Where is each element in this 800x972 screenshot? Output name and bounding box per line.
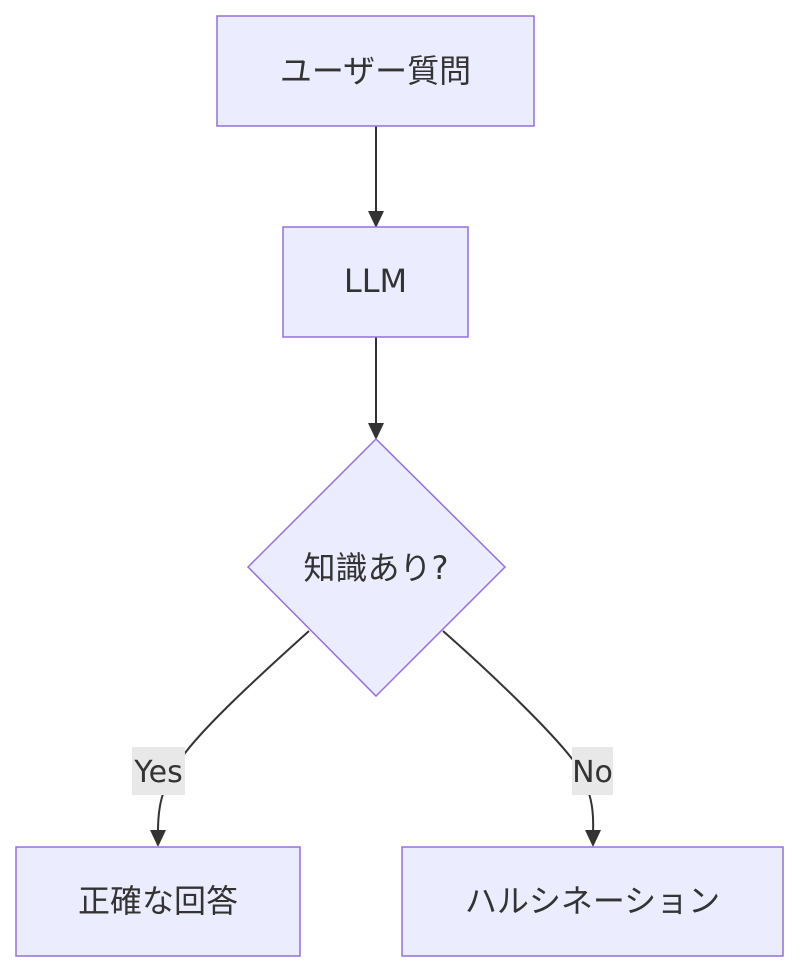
edge-decision-to-hallucination bbox=[442, 630, 595, 833]
edge-label-yes-group: Yes bbox=[132, 747, 185, 795]
node-user-question-label: ユーザー質問 bbox=[280, 52, 471, 90]
arrowhead-decision-to-correct bbox=[150, 830, 166, 847]
edge-label-yes-background bbox=[132, 747, 185, 795]
node-correct-answer-label: 正確な回答 bbox=[78, 882, 238, 920]
edge-label-no-background bbox=[572, 747, 613, 795]
node-correct-answer: 正確な回答 bbox=[15, 846, 301, 957]
node-llm: LLM bbox=[282, 226, 469, 338]
node-hallucination-box bbox=[401, 846, 784, 957]
edge-label-yes: Yes bbox=[133, 755, 182, 790]
arrowhead-decision-to-hallucination bbox=[585, 830, 601, 847]
node-hallucination: ハルシネーション bbox=[401, 846, 784, 957]
node-user-question-box bbox=[216, 15, 535, 127]
edge-label-no-group: No bbox=[572, 747, 613, 795]
node-knowledge-decision-diamond bbox=[246, 437, 507, 698]
node-knowledge-decision-label: 知識あり? bbox=[304, 549, 449, 587]
arrowhead-llm-to-decision bbox=[368, 423, 384, 440]
edges bbox=[150, 126, 601, 847]
node-llm-box bbox=[282, 226, 469, 338]
arrowhead-question-to-llm bbox=[368, 211, 384, 228]
edge-decision-to-correct bbox=[157, 630, 310, 833]
node-user-question: ユーザー質問 bbox=[216, 15, 535, 127]
node-knowledge-decision: 知識あり? bbox=[246, 437, 507, 698]
node-llm-label: LLM bbox=[344, 262, 407, 300]
node-hallucination-label: ハルシネーション bbox=[465, 882, 720, 920]
edge-label-no: No bbox=[572, 755, 613, 790]
node-correct-answer-box bbox=[15, 846, 301, 957]
